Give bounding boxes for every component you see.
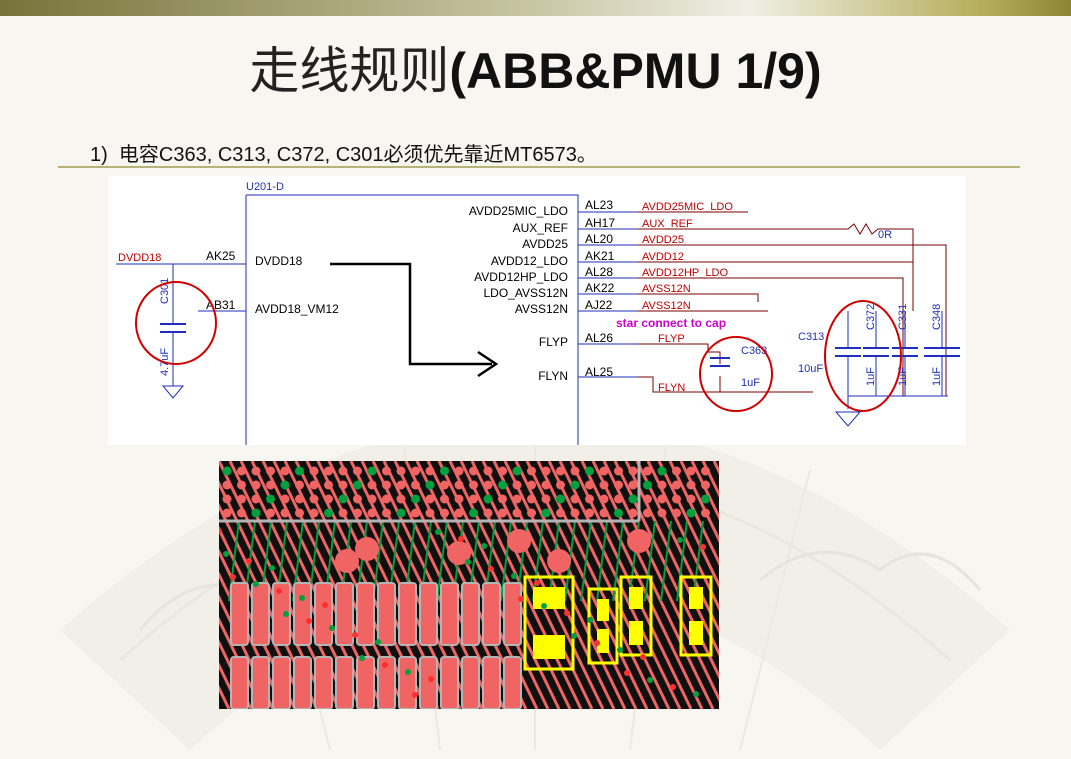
net-label: AVSS12N (642, 300, 691, 312)
part-ref: U201-D (246, 181, 284, 193)
left-net-label: DVDD18 (118, 252, 161, 264)
net-label: AUX_REF (642, 218, 693, 230)
bullet-number: 1) (90, 144, 108, 166)
right-pin-name: LDO_AVSS12N (484, 286, 569, 300)
left-pin-name: AVDD18_VM12 (255, 302, 339, 316)
resistor-value: 0R (878, 229, 892, 241)
highlight-circle-c372 (824, 300, 902, 412)
right-pin-name: FLYN (538, 369, 568, 383)
c372-value: 1uF (865, 367, 877, 386)
c372-ref: C372 (865, 304, 877, 330)
right-pin-number: AL28 (585, 265, 613, 279)
c348-ref: C348 (931, 304, 943, 330)
title-english: (ABB&PMU 1/9) (449, 43, 822, 99)
right-pin-name: AUX_REF (513, 221, 568, 235)
net-label: AVSS12N (642, 283, 691, 295)
right-pin-name: AVDD25 (522, 237, 568, 251)
right-pin-number: AL20 (585, 232, 613, 246)
c313-value: 10uF (798, 363, 823, 375)
bullet-text: 电容C363, C313, C372, C301必须优先靠近MT6573。 (118, 144, 597, 166)
c348-value: 1uF (931, 367, 943, 386)
net-label: AVDD25 (642, 234, 684, 246)
c331-ref: C331 (897, 304, 909, 330)
right-pin-name: AVDD12HP_LDO (474, 270, 568, 284)
right-pin-name: FLYP (539, 335, 568, 349)
net-label: AVDD12 (642, 251, 684, 263)
net-label: AVDD12HP_LDO (642, 267, 728, 279)
title-chinese: 走线规则 (249, 42, 450, 100)
right-pin-number: AJ22 (585, 298, 613, 312)
ic-outline (245, 194, 579, 445)
highlight-circle-c363 (699, 336, 773, 412)
right-pin-number: AK22 (585, 281, 615, 295)
right-pin-number: AK21 (585, 249, 615, 263)
divider (58, 166, 1020, 168)
right-pin-number: AL23 (585, 198, 613, 212)
right-pin-name: AVDD25MIC_LDO (469, 204, 568, 218)
schematic-image: U201-D DVDD18 AK25 DVDD18 AB31 AVDD18_VM… (108, 176, 966, 445)
left-pin-name: DVDD18 (255, 254, 303, 268)
net-label: AVDD25MIC_LDO (642, 201, 733, 213)
highlight-circle-c301 (135, 281, 217, 365)
slide-title: 走线规则(ABB&PMU 1/9) (0, 36, 1071, 106)
right-pin-name: AVSS12N (515, 302, 568, 316)
star-connect-note: star connect to cap (616, 316, 726, 330)
left-pin-number: AK25 (206, 249, 236, 263)
right-pin-number: AL25 (585, 365, 613, 379)
c363-value: 1uF (741, 377, 760, 389)
right-pin-number: AL26 (585, 331, 613, 345)
pcb-layout-image (219, 461, 719, 709)
top-banner (0, 0, 1071, 16)
right-pin-name: AVDD12_LDO (491, 254, 568, 268)
right-pin-number: AH17 (585, 216, 615, 230)
c313-ref: C313 (798, 331, 824, 343)
arrow-icon (477, 350, 499, 378)
bullet-item: 1) 电容C363, C313, C372, C301必须优先靠近MT6573。 (90, 138, 597, 167)
net-label: FLYN (658, 382, 685, 394)
net-label: FLYP (658, 333, 685, 345)
